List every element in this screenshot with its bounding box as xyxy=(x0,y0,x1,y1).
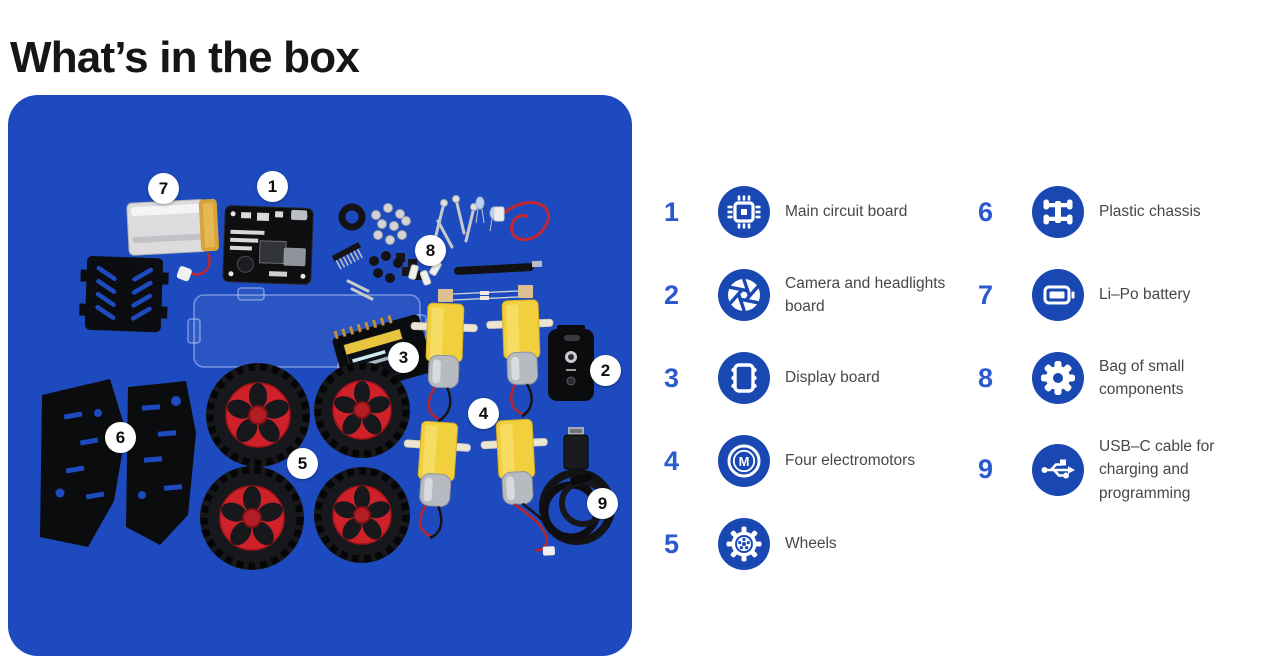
photo-badge-1: 1 xyxy=(257,171,288,202)
legend-item-label: Camera and headlights board xyxy=(785,274,946,315)
legend-item-number: 2 xyxy=(664,279,680,310)
legend-item-display-board: 3 Display board xyxy=(664,352,947,404)
legend-column-1: 1 Main circuit board 2 xyxy=(664,186,947,570)
display-icon xyxy=(718,352,770,404)
legend-item-label: Four electromotors xyxy=(785,452,916,470)
main-circuit-board xyxy=(222,205,314,285)
photo-badge-3: 3 xyxy=(388,342,419,373)
legend-item-label: Main circuit board xyxy=(785,203,908,221)
battery-icon xyxy=(1032,269,1084,321)
photo-badge-4: 4 xyxy=(468,398,499,429)
legend-item-small-components: 8 Bag of small components xyxy=(978,352,1261,404)
legend-item-number: 4 xyxy=(664,445,680,476)
legend-item-number: 3 xyxy=(664,362,680,393)
chip-icon xyxy=(718,186,770,238)
lipo-battery xyxy=(126,198,220,256)
photo-badge-5: 5 xyxy=(287,448,318,479)
legend-item-main-circuit-board: 1 Main circuit board xyxy=(664,186,947,238)
legend-item-number: 9 xyxy=(978,454,994,485)
page-title: What’s in the box xyxy=(10,33,360,83)
legend-item-number: 6 xyxy=(978,196,994,227)
legend-item-label: Bag of small components xyxy=(1099,357,1185,398)
usb-cable xyxy=(539,427,615,545)
gear-icon xyxy=(1032,352,1084,404)
legend-column-2: 6 Plastic chassis 7 xyxy=(978,186,1261,505)
legend-item-number: 1 xyxy=(664,196,680,227)
photo-badge-7: 7 xyxy=(148,173,179,204)
legend-item-wheels: 5 xyxy=(664,518,947,570)
legend-item-electromotors: 4 M Four electromotors xyxy=(664,435,947,487)
electromotors xyxy=(403,299,555,556)
legend-item-usb-cable: 9 USB–C cable for charging and programmi… xyxy=(978,435,1261,505)
legend-item-camera-board: 2 Camera and headlights board xyxy=(664,269,947,321)
wheel-icon xyxy=(718,518,770,570)
legend-item-number: 8 xyxy=(978,362,994,393)
legend-item-label: Wheels xyxy=(785,535,837,553)
aperture-icon xyxy=(718,269,770,321)
legend-item-lipo-battery: 7 Li–Po battery xyxy=(978,269,1261,321)
photo-badge-2: 2 xyxy=(590,355,621,386)
legend-item-label: Li–Po battery xyxy=(1099,286,1191,304)
chassis-icon xyxy=(1032,186,1084,238)
wheels xyxy=(200,362,410,570)
photo-badge-6: 6 xyxy=(105,422,136,453)
usb-icon xyxy=(1032,443,1084,496)
photo-badge-9: 9 xyxy=(587,488,618,519)
motor-icon: M xyxy=(718,435,770,487)
legend-item-number: 7 xyxy=(978,279,994,310)
camera-board xyxy=(548,325,594,401)
kit-photo-panel: 1 2 3 4 5 6 7 8 9 xyxy=(8,95,632,656)
legend-item-label: USB–C cable for charging and programming xyxy=(1099,438,1215,502)
legend-item-plastic-chassis: 6 Plastic chassis xyxy=(978,186,1261,238)
kit-photo xyxy=(40,195,615,570)
photo-badge-8: 8 xyxy=(415,235,446,266)
small-components xyxy=(331,195,550,302)
chassis-plates xyxy=(40,379,196,547)
legend-item-label: Plastic chassis xyxy=(1099,203,1201,221)
battery-holder xyxy=(79,255,169,333)
legend-item-number: 5 xyxy=(664,528,680,559)
legend-item-label: Display board xyxy=(785,369,880,387)
svg-text:M: M xyxy=(739,454,750,469)
